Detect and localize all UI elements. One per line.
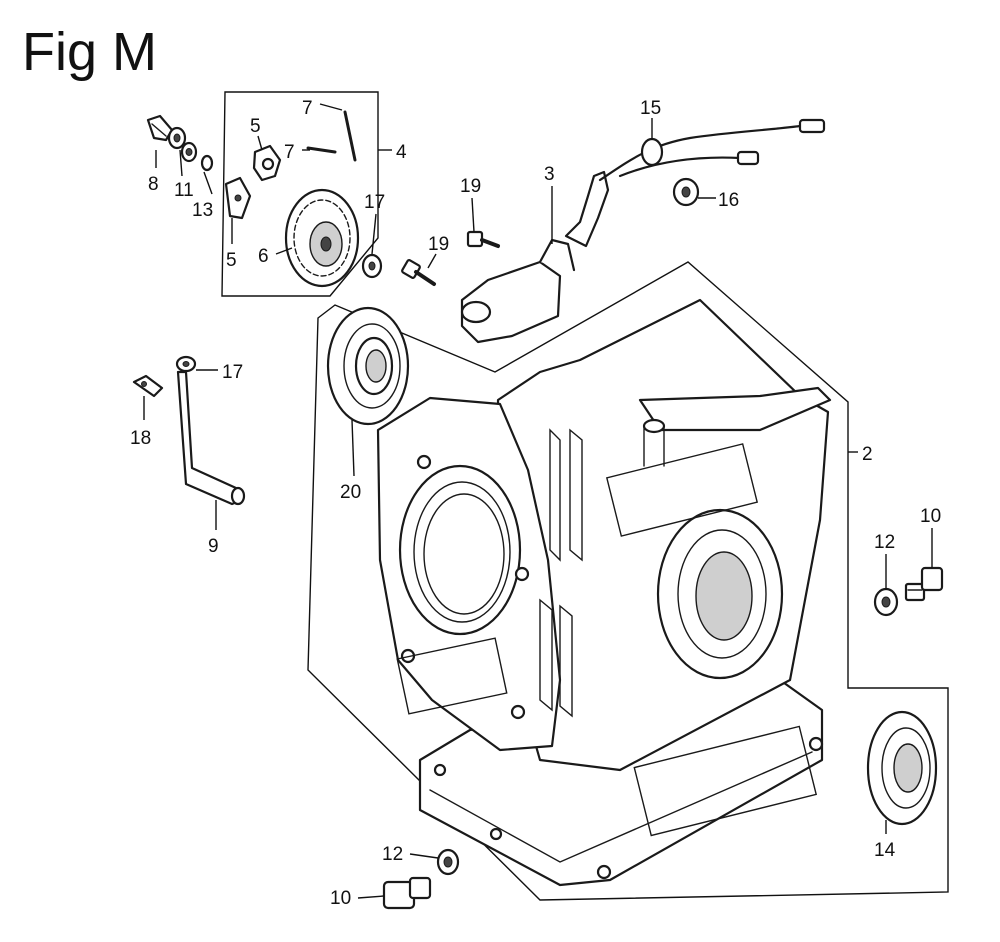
bearing-20 <box>326 306 410 426</box>
group-bracket-4 <box>221 91 379 297</box>
clip-18 <box>132 374 164 398</box>
pin-7b <box>306 146 337 154</box>
washer-11 <box>167 126 187 150</box>
ring-13 <box>200 154 214 172</box>
oil-seal-14 <box>866 710 938 826</box>
pin-7a <box>343 110 357 162</box>
callout-12-bottom: 12 <box>382 844 403 865</box>
washer-17a <box>361 253 383 279</box>
callout-10-right: 10 <box>920 506 941 527</box>
callout-4: 4 <box>396 142 407 163</box>
callout-7-upper: 7 <box>302 98 313 119</box>
washer-12b <box>436 848 460 876</box>
callout-5-lower: 5 <box>226 250 237 271</box>
wire-harness-15 <box>598 118 826 182</box>
callout-14: 14 <box>874 840 896 861</box>
callout-17-upper: 17 <box>364 192 385 213</box>
washer-17b <box>175 355 197 373</box>
callout-3: 3 <box>544 164 555 185</box>
crankcase-2 <box>376 298 832 887</box>
callout-15: 15 <box>640 98 661 119</box>
callout-12-right: 12 <box>874 532 895 553</box>
callout-13: 13 <box>192 200 213 221</box>
callout-2: 2 <box>862 444 873 465</box>
plug-bolt-10b <box>382 876 432 910</box>
grommet-16 <box>672 177 700 207</box>
pump-plate-5 <box>224 176 252 220</box>
callout-19-lower: 19 <box>428 234 449 255</box>
dipstick-9 <box>176 370 246 506</box>
callout-7-lower: 7 <box>284 142 295 163</box>
callout-20: 20 <box>340 482 361 503</box>
callout-8: 8 <box>148 174 159 195</box>
washer-11b <box>180 141 198 163</box>
callout-18: 18 <box>130 428 151 449</box>
callout-6: 6 <box>258 246 269 267</box>
callout-5-upper: 5 <box>250 116 261 137</box>
callout-19-upper: 19 <box>460 176 481 197</box>
plug-bolt-10a <box>904 566 944 602</box>
callout-9: 9 <box>208 536 219 557</box>
callout-labels: 8 11 13 5 5 6 7 7 4 17 19 19 3 15 16 17 … <box>130 98 941 909</box>
oil-sensor-housing-3 <box>460 170 610 344</box>
gear-6 <box>284 188 360 288</box>
figure-title: Fig M <box>22 22 157 82</box>
bolt-19b <box>401 259 436 286</box>
pump-rotor-5 <box>252 144 282 182</box>
callout-10-bottom: 10 <box>330 888 351 909</box>
callout-16: 16 <box>718 190 739 211</box>
washer-12a <box>873 587 899 617</box>
callout-11: 11 <box>174 180 194 201</box>
leader-lines <box>143 103 933 899</box>
bolt-19a <box>466 230 500 248</box>
callout-17-lower: 17 <box>222 362 243 383</box>
